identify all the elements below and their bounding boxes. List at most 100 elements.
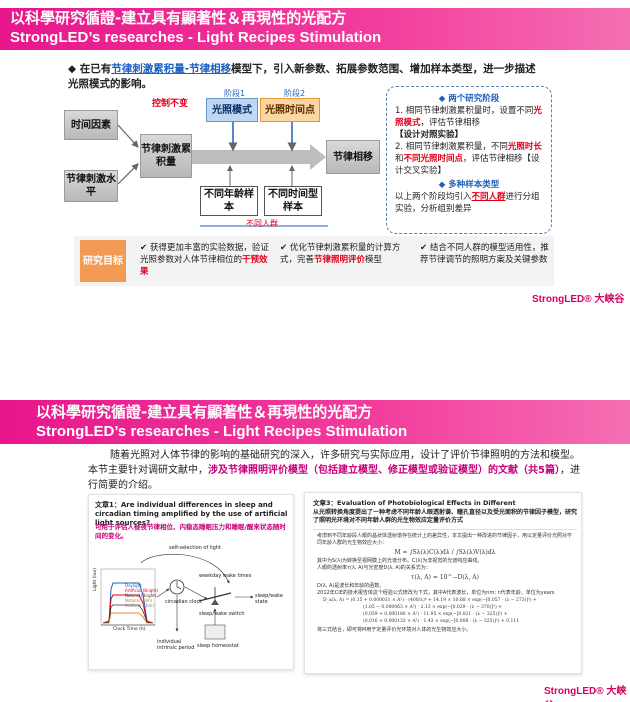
stage1-highlight: 光照模式 bbox=[395, 106, 542, 128]
formula-d-block: D_a(λ, A) = (0.15 + 0.000031 × A²) · (40… bbox=[317, 597, 573, 625]
legend-artificial-bright: Artificial (Bright) bbox=[125, 588, 158, 593]
goal-2: ✔ 优化节律刺激累积量的计算方式，完善节律照明评价模型 bbox=[280, 243, 401, 265]
stages-panel: ◆ 两个研究阶段 1. 相同节律刺激累积量时，设置不同光照模式，评估节律相移 【… bbox=[386, 86, 552, 234]
article1-figure: self-selection of light weekday wake tim… bbox=[93, 543, 291, 667]
eq-line-2: (1.05 − 0.000063 × A²) · 2.13 × exp(−[0.… bbox=[363, 605, 502, 610]
goals-label: 研究目标 bbox=[80, 240, 126, 282]
article1-subtitle: 可用于评估人昼夜节律相位、内稳态睡眠压力和睡眠/醒来状态随时间的变化。 bbox=[95, 523, 286, 540]
slide1-diagram: 控制不变 阶段1 阶段2 时间因素 节律刺激水平 节律刺激累积量 光照模式 光照… bbox=[60, 89, 382, 232]
figure-label-workday: weekday wake times bbox=[199, 573, 252, 579]
slide1-intro: ◆ 在已有节律刺激累积量-节律相移模型下，引入新参数、拓展参数范围、增加样本类型… bbox=[68, 62, 546, 92]
sample-text-b: 进行分组实验，分析组别差异 bbox=[395, 192, 540, 214]
para-highlight: 涉及节律照明评价模型（包括建立模型、修正模型或验证模型）的文献（共5篇） bbox=[208, 465, 560, 476]
slide2-title-cn: 以科學研究循證-建立具有顯著性＆再現性的光配方 bbox=[36, 403, 373, 421]
slide2-logo: StrongLED® 大峡谷 bbox=[544, 682, 630, 702]
legend-natural-dim: Natural (Dim) bbox=[125, 598, 153, 603]
para-text-a: 随着光照对人体节律的影响的基础研究的深入，许多研究与实际应用，设计了评价节律照明… bbox=[88, 450, 580, 476]
figure-y-label: Light (lux) bbox=[93, 568, 98, 591]
figure-x-label: Clock Time (h) bbox=[113, 627, 146, 632]
eq-line-1: D_a(λ, A) = (0.15 + 0.000031 × A²) · (40… bbox=[323, 598, 537, 603]
bullet-diamond-icon: ◆ bbox=[68, 63, 77, 75]
stage1-label: 阶段1 bbox=[224, 89, 246, 98]
article1-card: 文章1：Are individual differences in sleep … bbox=[88, 494, 294, 670]
figure-label-sleepwake: sleep/wake state bbox=[255, 593, 283, 605]
intro-text-1: 在已有 bbox=[79, 63, 112, 75]
slide2-title-en: StrongLED’s researches - Light Recipes S… bbox=[36, 423, 408, 440]
groups-label: 不同人群 bbox=[246, 219, 278, 228]
figure-label-homeostat: sleep homeostat bbox=[197, 643, 239, 649]
figure-label-switch: sleep/wake switch bbox=[199, 611, 245, 617]
stim-level-box: 节律刺激水平 bbox=[64, 170, 118, 202]
legend-daylight: Daylight bbox=[125, 583, 142, 588]
sample-text: 以上两个阶段均引入 bbox=[395, 192, 472, 202]
para-text-b: ，进行简要的介绍。 bbox=[88, 465, 580, 491]
goal-2-highlight: 节律照明评价 bbox=[314, 255, 366, 265]
stage2-mid: 和 bbox=[395, 154, 404, 164]
article1-title: 文章1：Are individual differences in sleep … bbox=[95, 501, 288, 527]
intro-highlight: 节律刺激累积量-节律相移 bbox=[111, 63, 232, 75]
stage1-tag: 【设计对照实验】 bbox=[395, 130, 464, 140]
diagram-connectors bbox=[117, 110, 328, 227]
logo-text-2: StrongLED bbox=[544, 686, 597, 697]
article3-subtitle: 从光照转换角度提出了一种考虑不同年龄人眼透射谱、瞳孔直径以及受光面积的节律因子模… bbox=[313, 509, 578, 524]
article3-b1: 考虑到不同年龄段人眼的晶状体透射谱存在统计上的差异性，本文提出一种改进的节律因子… bbox=[317, 533, 573, 546]
figure-label-individual: individual intrinsic period bbox=[157, 639, 195, 651]
stage2-text: 2. 相同节律刺激累积量，不同 bbox=[395, 142, 508, 152]
slide1-title-banner: 以科學研究循證-建立具有顯著性＆再現性的光配方 StrongLED’s rese… bbox=[0, 8, 630, 50]
goal-1-highlight: 干预效果 bbox=[140, 255, 268, 277]
article3-card: 文章3：Evaluation of Photobiological Effect… bbox=[304, 492, 582, 674]
age-sample-box: 不同年龄样本 bbox=[200, 186, 258, 216]
slide1-title-cn: 以科學研究循證-建立具有顯著性＆再現性的光配方 bbox=[10, 9, 347, 27]
formula-m: M = ∫Sλ(λ)C(λ)dλ / ∫Sλ(λ)V(λ)dλ bbox=[394, 549, 496, 556]
legend-natural-bright: Natural (Bright) bbox=[125, 593, 157, 598]
goal-2-text-b: 模型 bbox=[365, 255, 383, 265]
stage1-text: 1. 相同节律刺激累积量时，设置不同 bbox=[395, 106, 534, 116]
stage-item-2: 2. 相同节律刺激累积量，不同光照时长和不同光照时间点，评估节律相移【设计交叉实… bbox=[395, 141, 543, 177]
goal-3: ✔ 结合不同人群的模型适用性，推荐节律调节的照明方案及关键参数 bbox=[420, 243, 549, 265]
article3-b6: 将三式结合，即可将M用于定量评价光环境对人体的光生物效应大小。 bbox=[317, 627, 472, 633]
stage1-text-b: ，评估节律相移 bbox=[420, 118, 481, 128]
goal-3-text: 结合不同人群的模型适用性，推荐节律调节的照明方案及关键参数 bbox=[420, 243, 549, 265]
sample-highlight: 不同人群 bbox=[471, 192, 506, 202]
goals-row: 研究目标 ✔ 获得更加丰富的实验数据，验证光照参数对人体节律相位的干预效果 ✔ … bbox=[74, 236, 554, 286]
article1-figure-svg bbox=[100, 553, 254, 640]
article3-b3: 人眼的透射率τ(λ, A)与光密度D(λ, A)的关系式为： bbox=[317, 565, 431, 571]
light-mode-box: 光照模式 bbox=[206, 98, 258, 122]
article3-b5: 2012年CIE的技术报告体这个经验公式修改为下式，其中A代表波长，单位为nm;… bbox=[317, 590, 555, 596]
slide2-paragraph: 随着光照对人体节律的影响的基础研究的深入，许多研究与实际应用，设计了评价节律照明… bbox=[88, 448, 588, 493]
accum-box: 节律刺激累积量 bbox=[140, 134, 192, 178]
phase-shift-box: 节律相移 bbox=[326, 140, 380, 174]
slide2-title-banner: 以科學研究循證-建立具有顯著性＆再現性的光配方 StrongLED’s rese… bbox=[0, 400, 630, 444]
stage-item-1: 1. 相同节律刺激累积量时，设置不同光照模式，评估节律相移 bbox=[395, 105, 543, 129]
slide1-logo: StrongLED® 大峡谷 bbox=[532, 294, 625, 305]
stage2-text-b: ，评估节律相移【设计交叉实验】 bbox=[395, 154, 540, 176]
sample-item: 以上两个阶段均引入不同人群进行分组实验，分析组别差异 bbox=[395, 191, 543, 215]
article3-divider bbox=[313, 529, 577, 530]
logo-cn: 大峡谷 bbox=[594, 294, 625, 305]
figure-label-self-selection: self-selection of light bbox=[169, 545, 221, 551]
intro-text-2: 模型下，引入新参数、拓展参数范围、增加样本类型，进一步描述光照模式的影响。 bbox=[68, 63, 536, 90]
article3-body: 考虑到不同年龄段人眼的晶状体透射谱存在统计上的差异性，本文提出一种改进的节律因子… bbox=[317, 533, 573, 634]
eq-line-4: (0.016 + 0.000132 × A²) · 1.43 × exp(−[0… bbox=[363, 619, 520, 624]
article3-b4: D(λ, A)是波长和年龄的函数。 bbox=[317, 583, 385, 589]
goal-2-text: 优化节律刺激累积量的计算方式，完善 bbox=[280, 243, 401, 265]
goal-1: ✔ 获得更加丰富的实验数据，验证光照参数对人体节律相位的干预效果 bbox=[140, 243, 269, 277]
stage2-highlight-1: 光照时长 bbox=[507, 142, 542, 152]
goal-1-text: 获得更加丰富的实验数据，验证光照参数对人体节律相位的 bbox=[140, 243, 269, 265]
article3-title: 文章3：Evaluation of Photobiological Effect… bbox=[313, 499, 516, 507]
legend-artificial-dim: Artificial (Dim) bbox=[125, 603, 154, 608]
slide1-title-en: StrongLED’s researches - Light Recipes S… bbox=[10, 29, 382, 46]
stages-heading: ◆ 两个研究阶段 bbox=[438, 94, 500, 104]
figure-legend: Daylight Artificial (Bright) Natural (Br… bbox=[125, 583, 158, 608]
stage2-highlight-2: 不同光照时间点 bbox=[403, 154, 464, 164]
logo-text: StrongLED bbox=[532, 294, 585, 305]
figure-label-circadian: circadian clock bbox=[165, 599, 203, 605]
light-timepoint-box: 光照时间点 bbox=[260, 98, 320, 122]
eq-line-3: (0.059 + 0.000186 × A²) · 11.95 × exp(−[… bbox=[363, 612, 508, 617]
article3-b2: 其中为S(λ)为转换至视网膜上的光谱分布。C(λ)为非视觉的光谱响应曲线。 bbox=[317, 558, 483, 564]
control-constant-label: 控制不变 bbox=[152, 99, 189, 109]
chrono-sample-box: 不同时间型样本 bbox=[264, 186, 322, 216]
stage2-label: 阶段2 bbox=[284, 89, 306, 98]
formula-tau: τ(λ, A) = 10^−D(λ, A) bbox=[411, 574, 479, 581]
time-factor-box: 时间因素 bbox=[64, 110, 118, 140]
